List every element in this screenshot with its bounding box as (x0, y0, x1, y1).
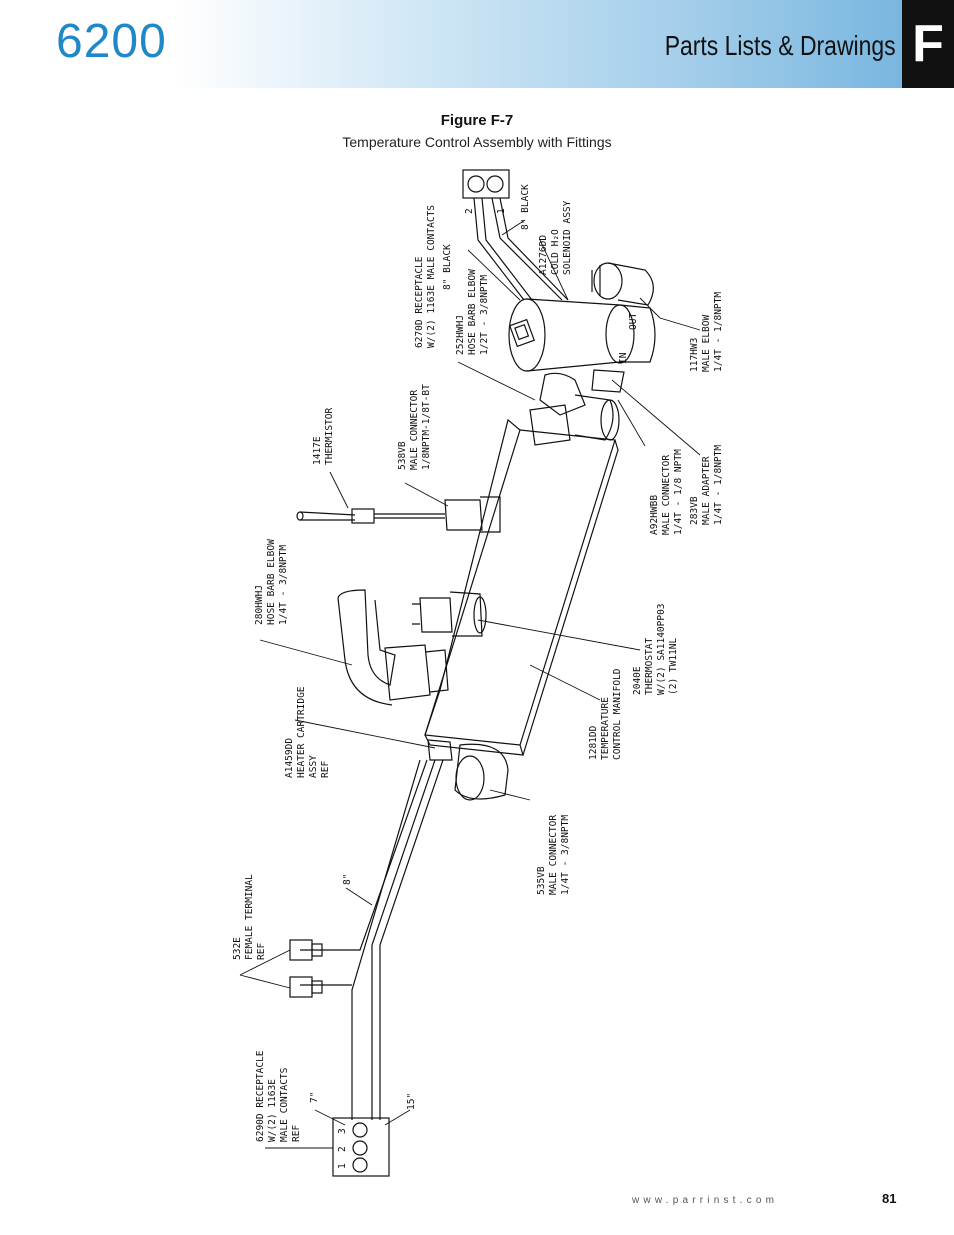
callout-532e: 532E FEMALE TERMINAL REF (232, 868, 267, 960)
callout-a1276dd: A1276DD COLD H₂O SOLENOID ASSY (538, 200, 573, 275)
heater-cartridge (427, 739, 509, 801)
top-receptacle-socket-1 (486, 175, 504, 193)
solenoid-assembly (508, 262, 656, 372)
leader-lines (239, 219, 701, 1149)
thermistor-assembly (296, 496, 501, 533)
section-title: Parts Lists & Drawings (665, 30, 896, 61)
footer-url: www.parrinst.com (632, 1195, 779, 1206)
callout-pin-2: 2 (464, 208, 475, 214)
solenoid-in-label: IN (618, 352, 629, 364)
callout-280hwhj: 280HWHJ HOSE BARB ELBOW 1/4T - 3/8NPTM (254, 533, 289, 625)
callout-2040e: 2040E THERMOSTAT W/(2) SA1140PP03 (2) TW… (632, 598, 679, 695)
callout-283vb: 283VB MALE ADAPTER 1/4T - 1/8NPTM (689, 445, 724, 525)
callout-black-2: 8" BLACK (520, 184, 531, 230)
callout-538vb: 538VB MALE CONNECTOR 1/8NPTM-1/8T-BT (397, 384, 432, 470)
top-receptacle (462, 169, 510, 199)
thermostat (412, 591, 487, 637)
callout-length-15: 15" (406, 1093, 417, 1110)
callout-1417e: 1417E THERMISTOR (312, 408, 335, 465)
callout-a92hwbb: A92HWBB MALE CONNECTOR 1/4T - 1/8 NPTM (649, 449, 684, 535)
callout-a1459dd: A1459DD HEATER CARTRIDGE ASSY REF (284, 681, 331, 778)
black-wire-2 (491, 197, 563, 301)
page-number: 81 (882, 1191, 897, 1206)
figure-caption: Temperature Control Assembly with Fittin… (342, 134, 612, 150)
solenoid-out-label: OUT (628, 313, 639, 330)
callout-pin-1b: 1 (337, 1163, 348, 1169)
callout-6290d: 6290D RECEPTACLE W/(2) 1163E MALE CONTAC… (255, 1045, 302, 1142)
callout-pin-3b: 3 (337, 1128, 348, 1134)
temperature-control-manifold (424, 418, 619, 756)
callouts: 6270D RECEPTACLE W/(2) 1163E MALE CONTAC… (232, 184, 724, 1169)
callout-1281dd: 1281DD TEMPERATURE CONTROL MANIFOLD (588, 668, 623, 760)
callout-6270d: 6270D RECEPTACLE W/(2) 1163E MALE CONTAC… (414, 205, 437, 348)
black-wire-1 (473, 197, 525, 301)
hose-barb-elbow-280 (337, 589, 449, 706)
callout-length-7: 7" (309, 1092, 320, 1103)
callout-black-1: 8" BLACK (442, 244, 453, 290)
callout-length-8: 8" (342, 874, 353, 885)
black-wire-2b (499, 197, 569, 301)
wire-bundle (300, 759, 444, 1120)
model-number: 6200 (56, 15, 167, 68)
callout-535vb: 535VB MALE CONNECTOR 1/4T - 3/8NPTM (536, 809, 571, 895)
female-terminals (289, 939, 323, 998)
callout-pin-1: 1 (496, 208, 507, 214)
callout-252hwhj: 252HWHJ HOSE BARB ELBOW 1/2T - 3/8NPTM (455, 263, 490, 355)
figure-label: Figure F-7 (440, 112, 514, 129)
page-header: 6200 Parts Lists & Drawings F (0, 0, 954, 88)
black-wire-1b (481, 197, 533, 301)
callout-117hw3: 117HW3 MALE ELBOW 1/4T - 1/8NPTM (689, 292, 724, 372)
section-tab: F (902, 0, 954, 88)
solenoid-fittings (529, 369, 625, 446)
bottom-receptacle (332, 1117, 390, 1177)
callout-pin-2b: 2 (337, 1146, 348, 1152)
top-receptacle-socket-2 (467, 175, 485, 193)
